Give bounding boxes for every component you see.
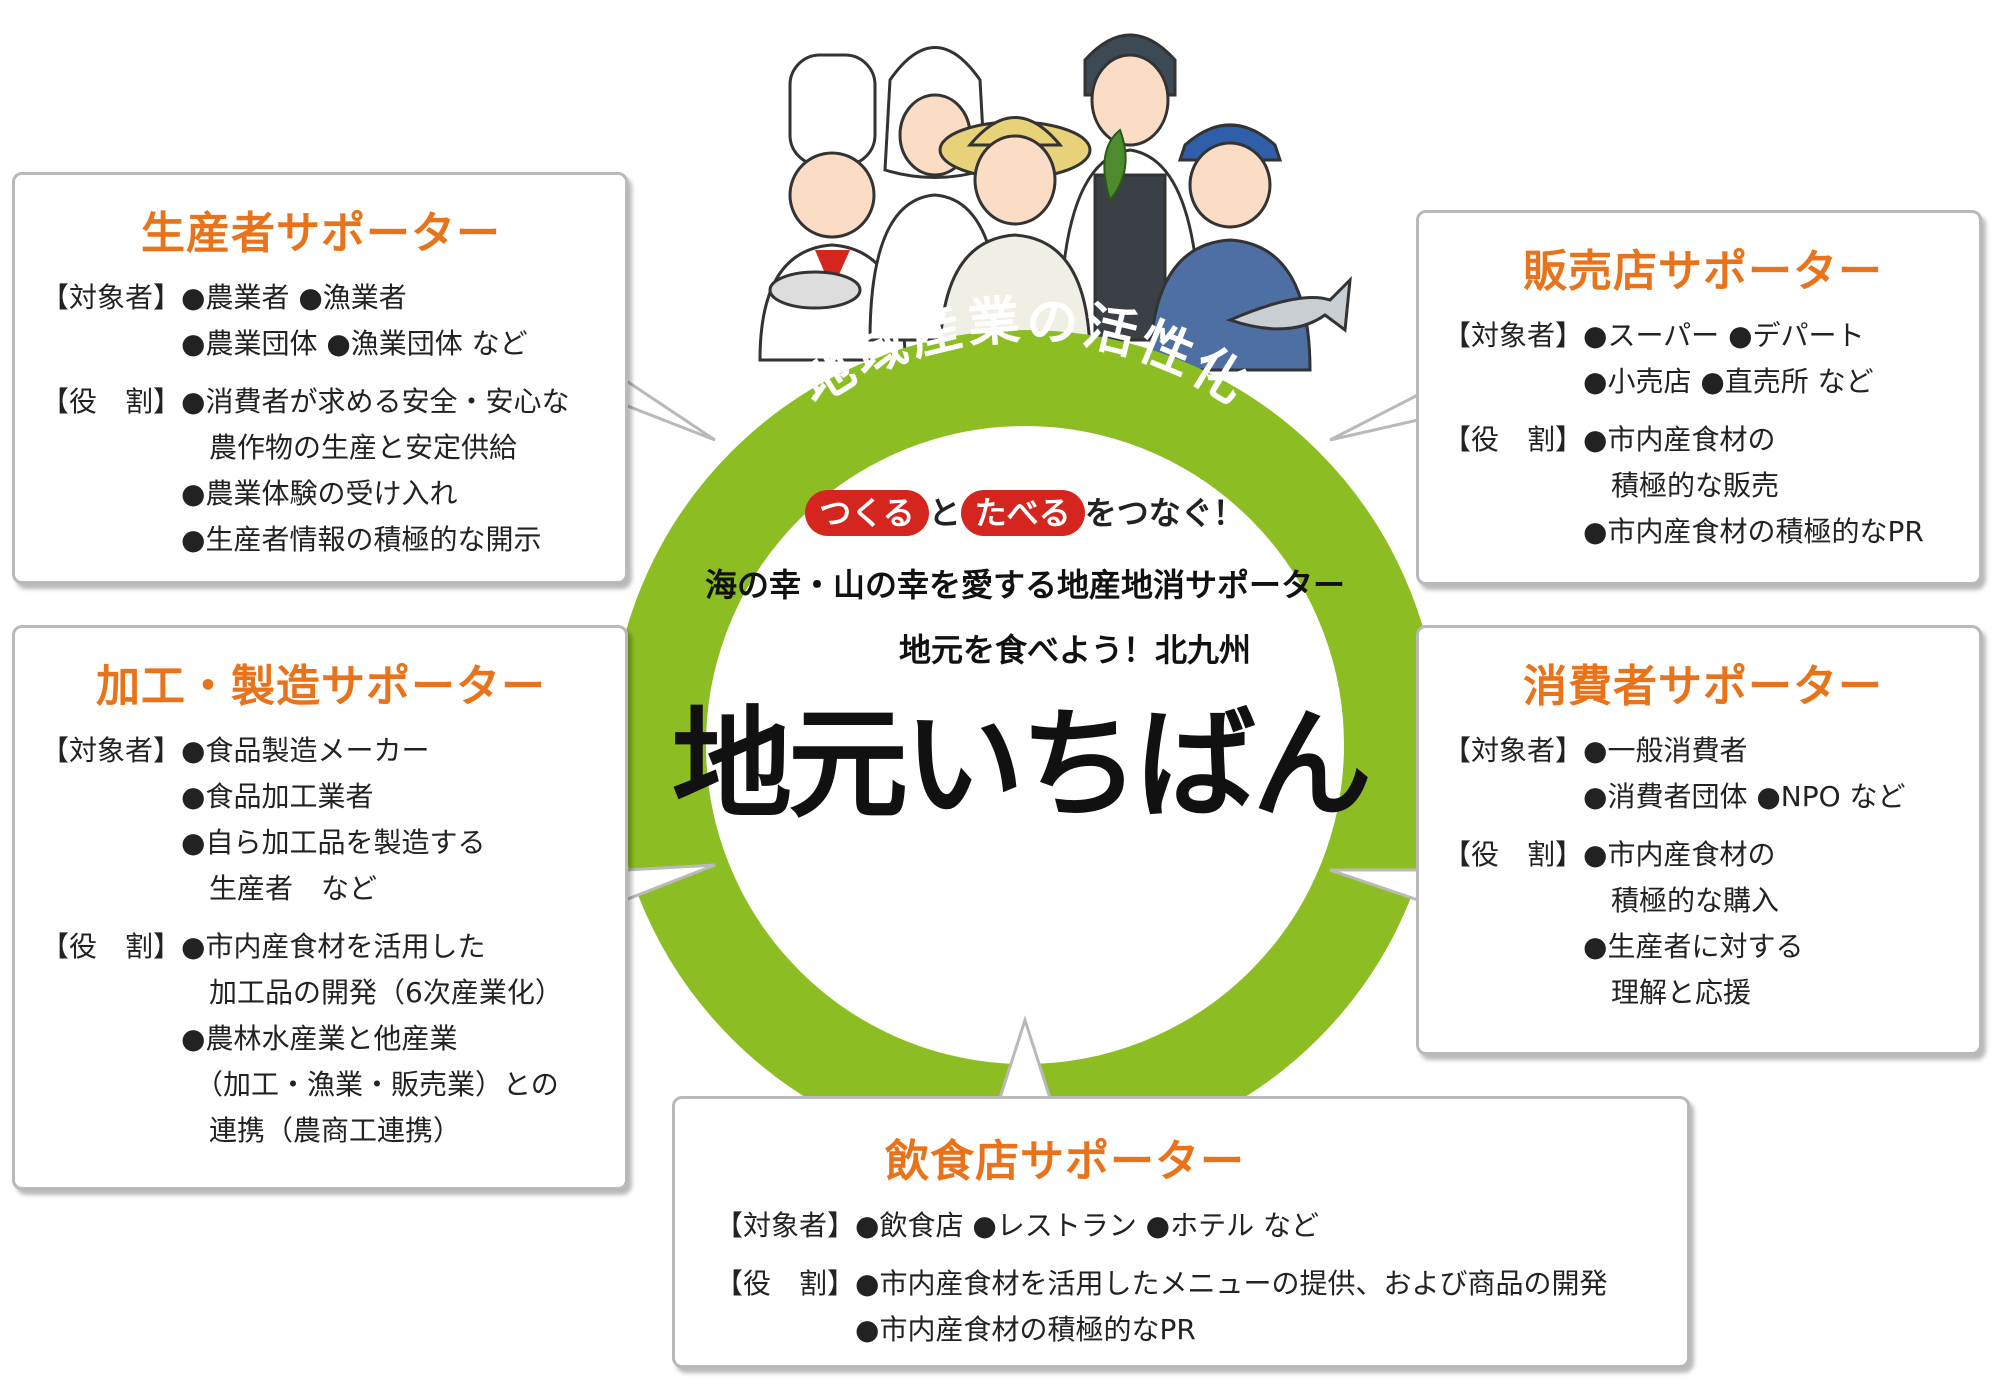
consumer-roles: 【役 割】 ●市内産食材の 積極的な購入 ●生産者に対する 理解と応援 [1443, 832, 1979, 1016]
restaurant-pointer [997, 1015, 1053, 1100]
processing-title: 加工・製造サポーター [96, 661, 546, 712]
producer-roles: 【役 割】 ●消費者が求める安全・安心な 農作物の生産と安定供給 ●農業体験の受… [41, 379, 625, 563]
role-label: 【役 割】 [1443, 423, 1584, 456]
list-item: ●生産者に対する [1583, 930, 1804, 963]
role-label: 【役 割】 [715, 1267, 856, 1300]
processing-supporter-box: 加工・製造サポーター 【対象者】 ●食品製造メーカー ●食品加工業者 ●自ら加工… [12, 625, 628, 1190]
processing-targets: 【対象者】 ●食品製造メーカー ●食品加工業者 ●自ら加工品を製造する 生産者 … [41, 728, 625, 912]
role-label: 【役 割】 [41, 930, 182, 963]
list-item: 生産者 など [181, 872, 378, 905]
list-item: ●小売店 ●直売所 など [1583, 365, 1874, 398]
center-tagline: つくるとたべるをつなぐ！ [790, 488, 1260, 538]
producer-title: 生産者サポーター [141, 208, 501, 259]
list-item: ●農業者 ●漁業者 [181, 281, 407, 314]
list-item: ●農業団体 ●漁業団体 など [181, 327, 528, 360]
consumer-title: 消費者サポーター [1523, 661, 1883, 712]
list-item: ●農林水産業と他産業 [181, 1022, 458, 1055]
list-item: 積極的な購入 [1583, 884, 1780, 917]
farmer-woman-figure-icon [938, 116, 1092, 362]
list-item: ●自ら加工品を製造する [181, 826, 486, 859]
restaurant-roles: 【役 割】 ●市内産食材を活用したメニューの提供、および商品の開発 ●市内産食材… [715, 1261, 1687, 1353]
list-item: 加工品の開発（6次産業化） [181, 976, 563, 1009]
role-label: 【役 割】 [1443, 838, 1584, 871]
retail-supporter-box: 販売店サポーター 【対象者】 ●スーパー ●デパート ●小売店 ●直売所 など … [1416, 210, 1982, 585]
consumer-targets: 【対象者】 ●一般消費者 ●消費者団体 ●NPO など [1443, 728, 1979, 820]
restaurant-supporter-box: 飲食店サポーター 【対象者】 ●飲食店 ●レストラン ●ホテル など 【役 割】… [672, 1096, 1690, 1368]
list-item: ●スーパー ●デパート [1583, 319, 1865, 352]
retail-targets: 【対象者】 ●スーパー ●デパート ●小売店 ●直売所 など [1443, 313, 1979, 405]
target-label: 【対象者】 [715, 1209, 856, 1242]
list-item: ●飲食店 ●レストラン ●ホテル など [855, 1209, 1320, 1242]
restaurant-targets: 【対象者】 ●飲食店 ●レストラン ●ホテル など [715, 1203, 1687, 1249]
taberu-pill: たべる [960, 490, 1085, 536]
list-item: ●市内産食材の積極的なPR [1583, 515, 1924, 548]
supporters-illustration [758, 33, 1352, 372]
target-label: 【対象者】 [1443, 319, 1584, 352]
tagline-connector: と [928, 494, 961, 532]
producer-pointer [623, 377, 716, 442]
restaurant-title: 飲食店サポーター [885, 1136, 1245, 1187]
tagline-end: をつなぐ！ [1084, 494, 1245, 532]
list-item: 理解と応援 [1583, 976, 1752, 1009]
target-label: 【対象者】 [1443, 734, 1584, 767]
list-item: ●市内産食材の [1583, 838, 1776, 871]
list-item: ●生産者情報の積極的な開示 [181, 523, 542, 556]
fisherman-figure-icon [1148, 123, 1352, 372]
list-item: ●消費者が求める安全・安心な [181, 385, 570, 418]
processing-roles: 【役 割】 ●市内産食材を活用した 加工品の開発（6次産業化） ●農林水産業と他… [41, 924, 625, 1154]
retail-roles: 【役 割】 ●市内産食材の 積極的な販売 ●市内産食材の積極的なPR [1443, 417, 1979, 555]
list-item: （加工・漁業・販売業）との [181, 1068, 559, 1101]
target-label: 【対象者】 [41, 281, 182, 314]
list-item: ●消費者団体 ●NPO など [1583, 780, 1906, 813]
producer-supporter-box: 生産者サポーター 【対象者】 ●農業者 ●漁業者 ●農業団体 ●漁業団体 など … [12, 172, 628, 584]
producer-targets: 【対象者】 ●農業者 ●漁業者 ●農業団体 ●漁業団体 など [41, 275, 625, 367]
list-item: ●市内産食材を活用したメニューの提供、および商品の開発 [855, 1267, 1608, 1300]
target-label: 【対象者】 [41, 734, 182, 767]
list-item: ●食品加工業者 [181, 780, 374, 813]
list-item: ●市内産食材の積極的なPR [855, 1313, 1196, 1346]
list-item: ●農業体験の受け入れ [181, 477, 458, 510]
list-item: ●市内産食材を活用した [181, 930, 486, 963]
tsukuru-pill: つくる [805, 490, 929, 536]
list-item: ●一般消費者 [1583, 734, 1748, 767]
retail-pointer [1329, 392, 1420, 442]
list-item: 積極的な販売 [1583, 469, 1780, 502]
center-subtitle: 海の幸・山の幸を愛する地産地消サポーター [704, 566, 1345, 604]
list-item: 農作物の生産と安定供給 [181, 431, 518, 464]
list-item: ●食品製造メーカー [181, 734, 430, 767]
consumer-supporter-box: 消費者サポーター 【対象者】 ●一般消費者 ●消費者団体 ●NPO など 【役 … [1416, 625, 1982, 1055]
center-slogan: 地元を食べよう！北九州 [898, 631, 1251, 669]
chef-figure-icon [758, 53, 907, 362]
role-label: 【役 割】 [41, 385, 182, 418]
list-item: ●市内産食材の [1583, 423, 1776, 456]
retail-title: 販売店サポーター [1523, 246, 1883, 297]
center-logo: 地元いちばん [672, 694, 1372, 835]
list-item: 連携（農商工連携） [181, 1114, 462, 1147]
